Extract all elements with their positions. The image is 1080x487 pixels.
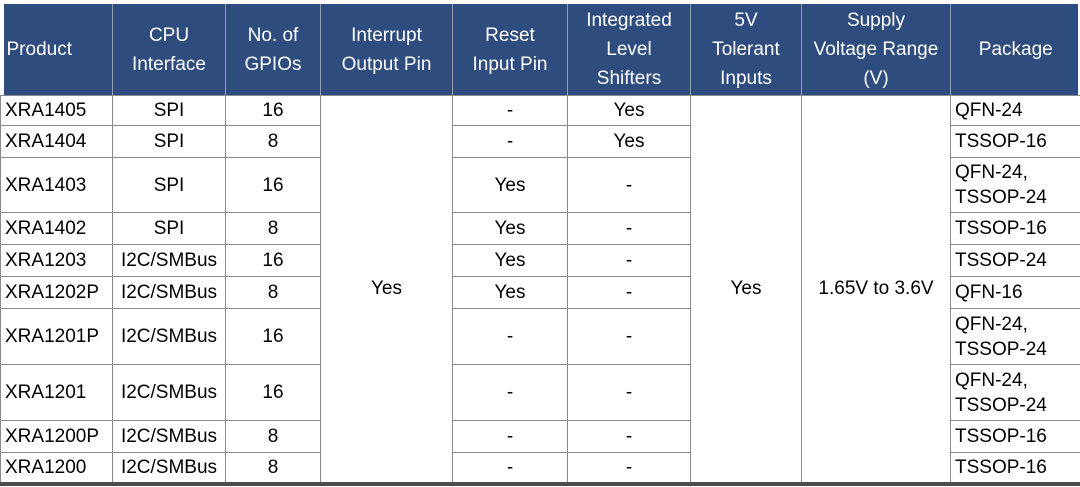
table-row-xra1405: XRA1405 SPI 16 Yes - Yes Yes 1.65V to 3.… bbox=[0, 95, 1080, 484]
cell-5v-tolerant-merged: Yes bbox=[690, 95, 802, 484]
cell-product: XRA1402 bbox=[0, 212, 113, 245]
cell-gpios: 16 bbox=[225, 157, 321, 213]
col-header-interrupt-output-pin: Interrupt Output Pin bbox=[320, 4, 453, 96]
cell-reset-input-pin: - bbox=[452, 364, 568, 421]
cell-level-shifters: - bbox=[567, 452, 691, 484]
cell-level-shifters: Yes bbox=[567, 95, 691, 126]
cell-cpu-interface: SPI bbox=[112, 125, 226, 158]
cell-cpu-interface: I2C/SMBus bbox=[112, 452, 226, 484]
table-row-xra1403: XRA1403 SPI 16 Yes - QFN-24, TSSOP-24 bbox=[0, 157, 1080, 213]
col-header-level-shifters: Integrated Level Shifters bbox=[567, 4, 691, 96]
cell-gpios: 8 bbox=[225, 276, 321, 309]
cell-level-shifters: - bbox=[567, 420, 691, 453]
cell-package: QFN-24, TSSOP-24 bbox=[950, 364, 1080, 421]
col-header-reset-input-pin: Reset Input Pin bbox=[452, 4, 568, 96]
cell-reset-input-pin: - bbox=[452, 452, 568, 484]
cell-level-shifters: Yes bbox=[567, 125, 691, 158]
table-row-xra1402: XRA1402 SPI 8 Yes - TSSOP-16 bbox=[0, 212, 1080, 245]
cell-gpios: 16 bbox=[225, 95, 321, 126]
cell-cpu-interface: SPI bbox=[112, 95, 226, 126]
cell-gpios: 8 bbox=[225, 125, 321, 158]
table-row-xra1201p: XRA1201P I2C/SMBus 16 - - QFN-24, TSSOP-… bbox=[0, 308, 1080, 365]
cell-package: TSSOP-16 bbox=[950, 212, 1080, 245]
cell-interrupt-output-pin-merged: Yes bbox=[320, 95, 453, 484]
cell-gpios: 16 bbox=[225, 244, 321, 277]
cell-package: TSSOP-24 bbox=[950, 244, 1080, 277]
cell-product: XRA1202P bbox=[0, 276, 113, 309]
cell-gpios: 8 bbox=[225, 212, 321, 245]
table-row-xra1203: XRA1203 I2C/SMBus 16 Yes - TSSOP-24 bbox=[0, 244, 1080, 277]
cell-reset-input-pin: - bbox=[452, 308, 568, 365]
col-header-5v-tolerant-inputs: 5V Tolerant Inputs bbox=[690, 4, 802, 96]
cell-reset-input-pin: Yes bbox=[452, 157, 568, 213]
cell-package: QFN-24, TSSOP-24 bbox=[950, 157, 1080, 213]
cell-cpu-interface: I2C/SMBus bbox=[112, 420, 226, 453]
table-body: XRA1405 SPI 16 Yes - Yes Yes 1.65V to 3.… bbox=[0, 95, 1080, 484]
cell-product: XRA1201P bbox=[0, 308, 113, 365]
col-header-package: Package bbox=[950, 4, 1080, 96]
cell-product: XRA1403 bbox=[0, 157, 113, 213]
cell-gpios: 16 bbox=[225, 308, 321, 365]
col-header-supply-voltage-range: Supply Voltage Range (V) bbox=[801, 4, 951, 96]
header-row: Product CPU Interface No. of GPIOs Inter… bbox=[0, 4, 1080, 96]
table-row-xra1201: XRA1201 I2C/SMBus 16 - - QFN-24, TSSOP-2… bbox=[0, 364, 1080, 421]
cell-reset-input-pin: Yes bbox=[452, 276, 568, 309]
cell-product: XRA1203 bbox=[0, 244, 113, 277]
cell-level-shifters: - bbox=[567, 157, 691, 213]
cell-level-shifters: - bbox=[567, 276, 691, 309]
cell-package: QFN-24, TSSOP-24 bbox=[950, 308, 1080, 365]
table-row-xra1200: XRA1200 I2C/SMBus 8 - - TSSOP-16 bbox=[0, 452, 1080, 484]
cell-gpios: 16 bbox=[225, 364, 321, 421]
product-spec-table: Product CPU Interface No. of GPIOs Inter… bbox=[0, 4, 1080, 486]
cell-level-shifters: - bbox=[567, 308, 691, 365]
cell-package: TSSOP-16 bbox=[950, 125, 1080, 158]
cell-gpios: 8 bbox=[225, 452, 321, 484]
col-header-gpios: No. of GPIOs bbox=[225, 4, 321, 96]
cell-reset-input-pin: - bbox=[452, 420, 568, 453]
cell-product: XRA1200P bbox=[0, 420, 113, 453]
cell-product: XRA1200 bbox=[0, 452, 113, 484]
cell-package: TSSOP-16 bbox=[950, 452, 1080, 484]
cell-product: XRA1405 bbox=[0, 95, 113, 126]
col-header-product: Product bbox=[0, 4, 113, 96]
cell-supply-voltage-merged: 1.65V to 3.6V bbox=[801, 95, 951, 484]
cell-level-shifters: - bbox=[567, 212, 691, 245]
table-row-xra1200p: XRA1200P I2C/SMBus 8 - - TSSOP-16 bbox=[0, 420, 1080, 453]
col-header-cpu-interface: CPU Interface bbox=[112, 4, 226, 96]
table-row-xra1202p: XRA1202P I2C/SMBus 8 Yes - QFN-16 bbox=[0, 276, 1080, 309]
cell-reset-input-pin: - bbox=[452, 95, 568, 126]
cell-product: XRA1404 bbox=[0, 125, 113, 158]
cell-package: QFN-16 bbox=[950, 276, 1080, 309]
cell-cpu-interface: SPI bbox=[112, 157, 226, 213]
table-row-xra1404: XRA1404 SPI 8 - Yes TSSOP-16 bbox=[0, 125, 1080, 158]
cell-reset-input-pin: - bbox=[452, 125, 568, 158]
cell-product: XRA1201 bbox=[0, 364, 113, 421]
cell-level-shifters: - bbox=[567, 244, 691, 277]
cell-reset-input-pin: Yes bbox=[452, 212, 568, 245]
cell-cpu-interface: I2C/SMBus bbox=[112, 364, 226, 421]
cell-package: TSSOP-16 bbox=[950, 420, 1080, 453]
cell-cpu-interface: I2C/SMBus bbox=[112, 308, 226, 365]
cell-gpios: 8 bbox=[225, 420, 321, 453]
cell-cpu-interface: SPI bbox=[112, 212, 226, 245]
cell-reset-input-pin: Yes bbox=[452, 244, 568, 277]
cell-cpu-interface: I2C/SMBus bbox=[112, 244, 226, 277]
table-header: Product CPU Interface No. of GPIOs Inter… bbox=[0, 4, 1080, 96]
cell-level-shifters: - bbox=[567, 364, 691, 421]
cell-cpu-interface: I2C/SMBus bbox=[112, 276, 226, 309]
cell-package: QFN-24 bbox=[950, 95, 1080, 126]
